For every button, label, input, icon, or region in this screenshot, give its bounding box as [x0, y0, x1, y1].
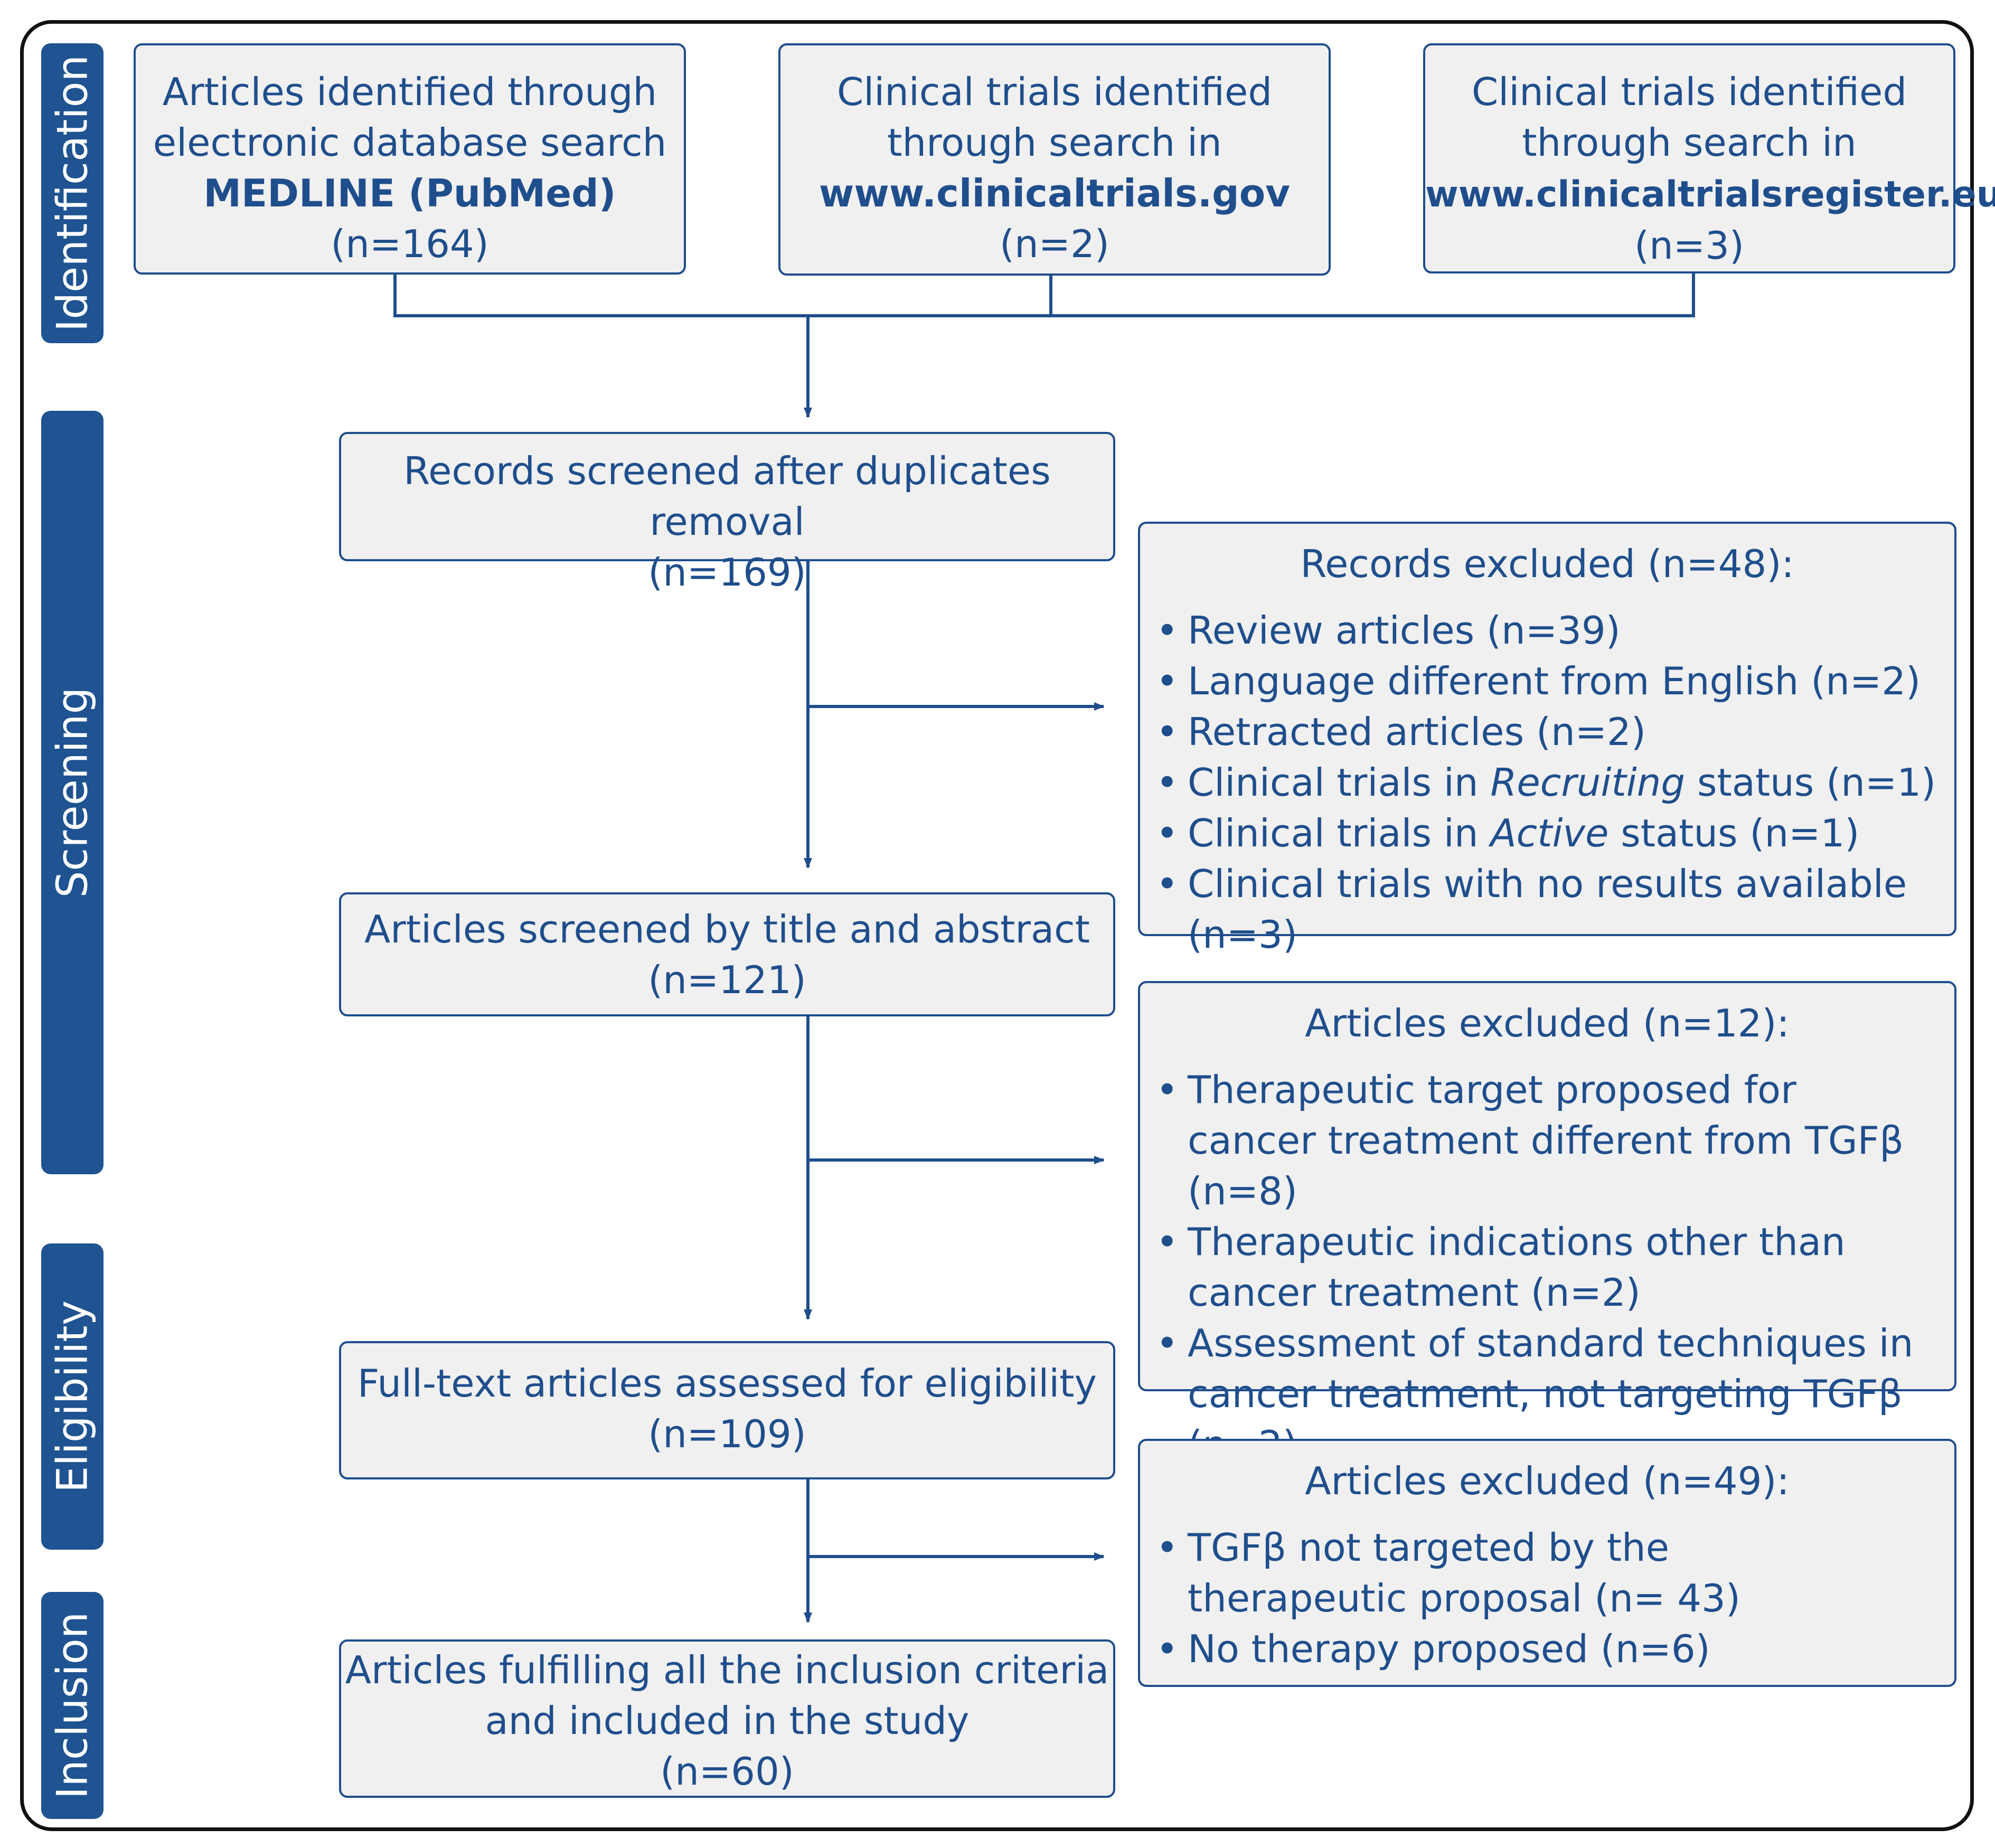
list-item: Retracted articles (n=2)	[1156, 706, 1954, 757]
stage-screening: Screening	[41, 411, 103, 1174]
list-item: Clinical trials in Recruiting status (n=…	[1156, 757, 1954, 808]
step-fulltext-box: Full-text articles assessed for eligibil…	[339, 1341, 1115, 1479]
list-item: Clinical trials with no results availabl…	[1156, 859, 1954, 960]
list-item: No therapy proposed (n=6)	[1156, 1624, 1796, 1674]
step-fulltext-count: (n=109)	[648, 1412, 806, 1456]
fulltext-excluded-title: Articles excluded (n=49):	[1305, 1459, 1790, 1503]
stage-eligibility: Eligibility	[41, 1243, 103, 1550]
fulltext-excluded-box: Articles excluded (n=49): TGFβ not targe…	[1138, 1439, 1956, 1687]
step-title-abstract-text: Articles screened by title and abstract	[364, 907, 1090, 951]
diagram-frame	[20, 20, 1974, 1831]
abstract-excluded-box: Articles excluded (n=12): Therapeutic ta…	[1138, 981, 1956, 1467]
records-excluded-list: Review articles (n=39) Language differen…	[1140, 605, 1954, 960]
list-item: Assessment of standard techniques in can…	[1156, 1318, 1933, 1470]
abstract-excluded-title: Articles excluded (n=12):	[1305, 1001, 1790, 1045]
source-ctgov-url: www.clinicaltrials.gov	[818, 171, 1291, 215]
step-included-count: (n=60)	[660, 1749, 794, 1794]
step-title-abstract-count: (n=121)	[648, 958, 806, 1002]
step-included-text2: and included in the study	[485, 1699, 970, 1743]
list-item: Review articles (n=39)	[1156, 605, 1954, 656]
source-ctreg-count: (n=3)	[1634, 223, 1744, 268]
source-medline-box: Articles identified through electronic d…	[134, 43, 686, 275]
source-medline-count: (n=164)	[331, 222, 489, 266]
source-ctreg-line2: through search in	[1522, 120, 1857, 165]
source-ctreg-url: www.clinicaltrialsregister.eu	[1425, 174, 1995, 215]
list-item: Clinical trials in Active status (n=1)	[1156, 808, 1954, 859]
source-ctgov-line1: Clinical trials identified	[836, 70, 1273, 114]
step-screened-count: (n=169)	[648, 550, 806, 595]
list-item: Language different from English (n=2)	[1156, 656, 1954, 706]
list-item: TGFβ not targeted by the therapeutic pro…	[1156, 1522, 1796, 1624]
list-item: Therapeutic indications other than cance…	[1156, 1217, 1933, 1318]
source-medline-database: MEDLINE (PubMed)	[203, 171, 616, 215]
step-screened-text: Records screened after duplicates remova…	[403, 449, 1051, 544]
step-title-abstract-box: Articles screened by title and abstract …	[339, 892, 1115, 1016]
stage-inclusion: Inclusion	[41, 1592, 103, 1819]
source-medline-line1: Articles identified through	[162, 70, 657, 114]
source-ctreg-box: Clinical trials identified through searc…	[1423, 43, 1995, 274]
source-ctreg-line1: Clinical trials identified	[1471, 70, 1907, 114]
source-medline-line2: electronic database search	[153, 120, 667, 165]
list-item: Therapeutic target proposed for cancer t…	[1156, 1064, 1933, 1217]
step-screened-box: Records screened after duplicates remova…	[339, 432, 1115, 595]
records-excluded-title: Records excluded (n=48):	[1300, 542, 1794, 586]
records-excluded-box: Records excluded (n=48): Review articles…	[1138, 522, 1956, 957]
abstract-excluded-list: Therapeutic target proposed for cancer t…	[1140, 1064, 1954, 1470]
source-ctgov-count: (n=2)	[1000, 222, 1109, 266]
fulltext-excluded-list: TGFβ not targeted by the therapeutic pro…	[1140, 1522, 1954, 1674]
stage-identification: Identification	[41, 43, 103, 343]
step-included-text1: Articles fulfilling all the inclusion cr…	[345, 1648, 1109, 1692]
step-fulltext-text: Full-text articles assessed for eligibil…	[357, 1361, 1097, 1406]
step-included-box: Articles fulfilling all the inclusion cr…	[339, 1639, 1115, 1798]
source-ctgov-line2: through search in	[887, 120, 1222, 165]
source-ctgov-box: Clinical trials identified through searc…	[778, 43, 1331, 276]
